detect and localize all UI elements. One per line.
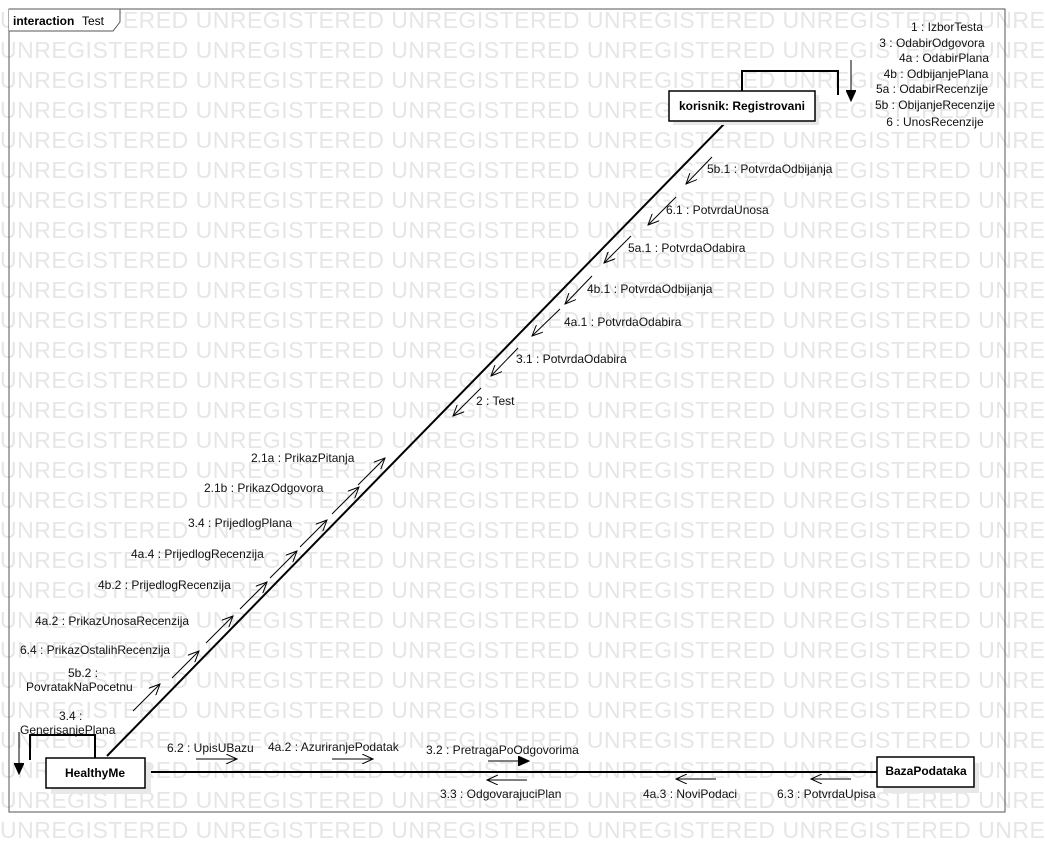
link-healthyme-registrovani [106,121,727,757]
watermark-row: UNREGISTERED UNREGISTERED UNREGISTERED U… [0,607,1045,633]
watermark-row: UNREGISTERED UNREGISTERED UNREGISTERED U… [0,97,1045,123]
frame-keyword: interaction [13,14,74,28]
msg-label: GenerisanjePlana [20,723,116,737]
msg-label: PovratakNaPocetnu [26,680,133,694]
msg-label: 6.2 : UpisUBazu [167,741,254,755]
messages-to-healthyme: 5b.1 : PotvrdaOdbijanja 6.1 : PotvrdaUno… [453,156,833,416]
self-messages-healthyme: 3.4 : GenerisanjePlana [20,709,116,737]
msg-arrow [604,235,632,263]
msg-label: 3 : OdabirOdgovora [879,36,985,50]
msg-label: 1 : IzborTesta [911,20,983,34]
msg-label: 6.3 : PotvrdaUpisa [777,787,876,801]
watermark-row: UNREGISTERED UNREGISTERED UNREGISTERED U… [0,157,1045,183]
msg-arrow [205,616,233,644]
msg-label: 3.4 : PrijedlogPlana [188,516,292,530]
object-healthyme[interactable]: HealthyMe [45,757,151,794]
watermark-row: UNREGISTERED UNREGISTERED UNREGISTERED U… [0,817,1045,843]
msg-arrow [299,520,327,548]
messages-to-registrovani: 2.1a : PrikazPitanja 2.1b : PrikazOdgovo… [20,451,385,712]
watermark-row: UNREGISTERED UNREGISTERED UNREGISTERED U… [0,457,1045,483]
msg-arrow [132,684,160,712]
object-registrovani-name: korisnik: Registrovani [679,99,805,113]
msg-label: 4b : OdbijanjePlana [884,67,989,81]
self-link-healthyme [29,734,96,760]
msg-label: 4b.2 : PrijedlogRecenzija [98,578,231,592]
msg-label: 5b : ObijanjeRecenzije [875,98,995,112]
frame-tab [9,8,121,32]
msg-arrow [686,156,713,184]
msg-label: 4a.2 : PrikazUnosaRecenzija [35,614,189,628]
frame-title: Test [82,14,105,28]
msg-arrow [648,196,677,225]
object-healthyme-name: HealthyMe [65,766,125,780]
msg-label: 6.4 : PrikazOstalihRecenzija [20,643,170,657]
watermark-row: UNREGISTERED UNREGISTERED UNREGISTERED U… [0,727,1045,753]
watermark-row: UNREGISTERED UNREGISTERED UNREGISTERED U… [0,397,1045,423]
messages-to-baza: 6.2 : UpisUBazu 4a.2 : AzuriranjePodatak… [167,740,579,761]
msg-label: 5a : OdabirRecenzije [876,82,988,96]
watermark-row: UNREGISTERED UNREGISTERED UNREGISTERED U… [0,337,1045,363]
msg-label: 5a.1 : PotvrdaOdabira [628,241,746,255]
msg-label: 6 : UnosRecenzije [886,115,984,129]
msg-label: 5b.1 : PotvrdaOdbijanja [707,162,833,176]
msg-label: 2 : Test [476,394,515,408]
watermark-row: UNREGISTERED UNREGISTERED UNREGISTERED U… [0,307,1045,333]
msg-label: 2.1b : PrikazOdgovora [204,481,324,495]
msg-label: 3.4 : [59,709,82,723]
messages-from-baza: 3.3 : OdgovarajuciPlan 4a.3 : NoviPodaci… [440,779,876,801]
msg-label: 4a.1 : PotvrdaOdabira [564,315,682,329]
object-baza[interactable]: BazaPodataka [876,756,979,793]
watermark-row: UNREGISTERED UNREGISTERED UNREGISTERED U… [0,427,1045,453]
msg-label: 4b.1 : PotvrdaOdbijanja [587,282,713,296]
interaction-frame [8,8,1006,813]
msg-label: 5b.2 : [68,666,98,680]
watermark-row: UNREGISTERED UNREGISTERED UNREGISTERED U… [0,577,1045,603]
self-messages-registrovani: 1 : IzborTesta 3 : OdabirOdgovora 4a : O… [875,20,995,129]
watermark-row: UNREGISTERED UNREGISTERED UNREGISTERED U… [0,367,1045,393]
watermark-row: UNREGISTERED UNREGISTERED UNREGISTERED U… [0,7,1045,33]
watermark-row: UNREGISTERED UNREGISTERED UNREGISTERED U… [0,67,1045,93]
watermark-row: UNREGISTERED UNREGISTERED UNREGISTERED U… [0,637,1045,663]
watermark-row: UNREGISTERED UNREGISTERED UNREGISTERED U… [0,217,1045,243]
watermark-row: UNREGISTERED UNREGISTERED UNREGISTERED U… [0,127,1045,153]
msg-arrow [491,347,519,376]
msg-label: 4a : OdabirPlana [899,51,989,65]
object-registrovani[interactable]: korisnik: Registrovani [668,90,819,125]
self-link-registrovani [741,70,839,95]
msg-arrow [239,582,267,610]
msg-label: 2.1a : PrikazPitanja [251,451,355,465]
msg-label: 3.1 : PotvrdaOdabira [516,352,627,366]
msg-arrow [453,387,482,416]
msg-arrow [171,651,199,679]
watermark-row: UNREGISTERED UNREGISTERED UNREGISTERED U… [0,787,1045,813]
watermark-row: UNREGISTERED UNREGISTERED UNREGISTERED U… [0,667,1045,693]
watermark-row: UNREGISTERED UNREGISTERED UNREGISTERED U… [0,547,1045,573]
msg-label: 4a.3 : NoviPodaci [643,787,737,801]
watermark: UNREGISTERED UNREGISTERED UNREGISTERED U… [0,7,1045,843]
msg-label: 6.1 : PotvrdaUnosa [666,203,769,217]
msg-arrow [532,308,561,336]
msg-arrow [269,551,297,579]
msg-label: 4a.2 : AzuriranjePodatak [268,740,400,754]
msg-label: 4a.4 : PrijedlogRecenzija [131,547,264,561]
msg-label: 3.3 : OdgovarajuciPlan [440,787,561,801]
msg-arrow [357,458,385,486]
watermark-row: UNREGISTERED UNREGISTERED UNREGISTERED U… [0,37,1045,63]
watermark-row: UNREGISTERED UNREGISTERED UNREGISTERED U… [0,277,1045,303]
object-baza-name: BazaPodataka [885,764,967,778]
watermark-row: UNREGISTERED UNREGISTERED UNREGISTERED U… [0,487,1045,513]
watermark-row: UNREGISTERED UNREGISTERED UNREGISTERED U… [0,517,1045,543]
watermark-row: UNREGISTERED UNREGISTERED UNREGISTERED U… [0,247,1045,273]
msg-arrow [565,275,593,304]
msg-arrow [331,487,359,515]
watermark-row: UNREGISTERED UNREGISTERED UNREGISTERED U… [0,697,1045,723]
watermark-row: UNREGISTERED UNREGISTERED UNREGISTERED U… [0,187,1045,213]
msg-label: 3.2 : PretragaPoOdgovorima [426,743,579,757]
